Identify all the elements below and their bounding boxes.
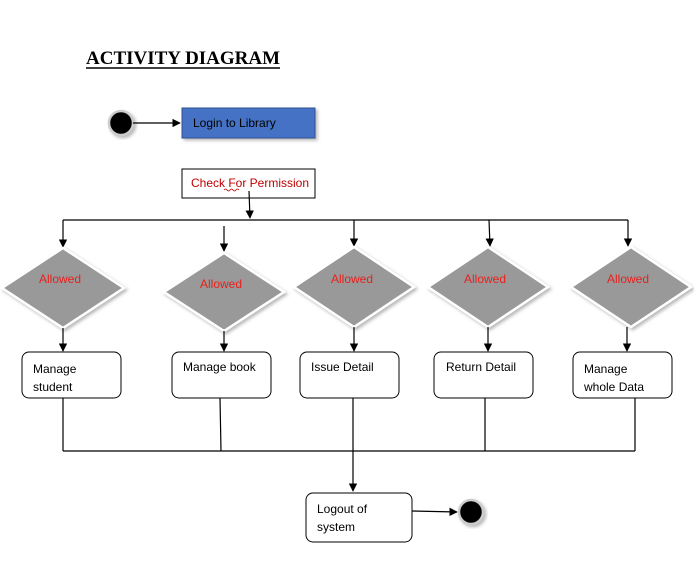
start-node <box>107 109 135 137</box>
action-box-1 <box>21 351 122 399</box>
action-box-2 <box>171 351 272 399</box>
spell-underline <box>223 188 240 192</box>
action-box-3 <box>299 351 400 399</box>
action-4-line1: Return Detail <box>446 360 516 374</box>
edge-action-2-to-join <box>219 397 222 452</box>
logout-line2: system <box>317 520 355 534</box>
action-box-4 <box>433 351 534 399</box>
decision-diamond-2 <box>161 251 287 333</box>
action-5-line1: Manage <box>584 362 628 376</box>
action-box-5 <box>572 351 673 399</box>
decision-label-4: Allowed <box>464 272 506 286</box>
diagram-title: ACTIVITY DIAGRAM <box>86 48 280 69</box>
decision-diamond-5 <box>568 245 694 329</box>
check-permission-label: Check For Permission <box>191 176 309 190</box>
edge-fork-to-decision-4 <box>485 219 494 247</box>
action-1-line2: student <box>33 380 73 394</box>
action-2-line1: Manage book <box>183 360 257 374</box>
decision-label-3: Allowed <box>331 272 373 286</box>
logout-box <box>305 492 413 543</box>
decision-label-1: Allowed <box>39 272 81 286</box>
decision-label-2: Allowed <box>200 277 242 291</box>
edge-check-to-fork <box>245 190 254 219</box>
action-3-line1: Issue Detail <box>311 360 374 374</box>
login-label: Login to Library <box>193 116 276 130</box>
action-1-line1: Manage <box>33 362 77 376</box>
decision-diamond-1 <box>0 246 127 330</box>
end-node <box>457 498 485 526</box>
login-box <box>181 107 316 139</box>
decision-diamond-3 <box>291 245 417 329</box>
decision-label-5: Allowed <box>607 272 649 286</box>
logout-line1: Logout of <box>317 502 368 516</box>
decision-diamond-4 <box>425 245 551 329</box>
action-5-line2: whole Data <box>583 380 644 394</box>
edge-logout-to-end <box>411 507 458 517</box>
